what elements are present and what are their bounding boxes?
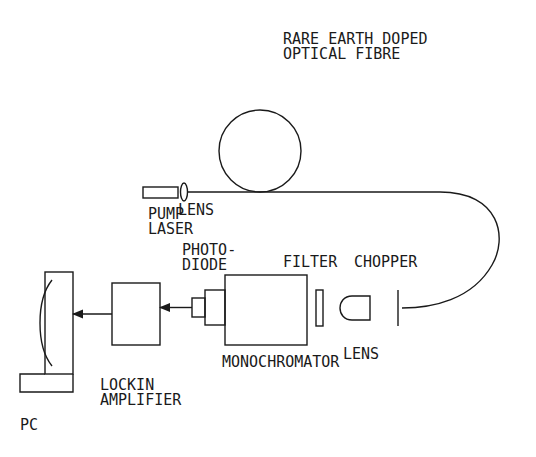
filter-plate — [316, 290, 323, 326]
pc-monitor — [45, 272, 73, 374]
signal-arrow — [73, 313, 112, 314]
photodiode-node: PHOTO- DIODE — [192, 290, 225, 325]
photodiode-cap — [192, 298, 205, 317]
lockin-box — [112, 283, 160, 345]
signal-arrow — [160, 307, 192, 308]
pc-base — [20, 374, 73, 392]
lens-symbol — [181, 183, 188, 201]
pc-screen — [40, 280, 52, 366]
pc-node: PC — [20, 272, 73, 392]
lockin-amplifier-node: LOCKIN AMPLIFIER — [112, 283, 160, 345]
fibre-label: RARE EARTH DOPED OPTICAL FIBRE — [283, 32, 455, 62]
chopper-label: CHOPPER — [354, 255, 434, 270]
component-label: MONOCHROMATOR — [222, 355, 352, 370]
monochromator-box — [225, 275, 307, 345]
component-label: PHOTO- DIODE — [182, 243, 244, 273]
photodiode-body — [205, 290, 225, 325]
lens-label: LENS — [178, 203, 228, 218]
pump-laser-body — [143, 187, 178, 198]
lens-symbol — [340, 296, 370, 320]
monochromator-node: MONOCHROMATOR — [225, 275, 307, 345]
component-label: LOCKIN AMPLIFIER — [100, 378, 192, 408]
chopper-blade — [397, 290, 398, 326]
fibre-coil — [219, 110, 301, 192]
lens-label: LENS — [343, 347, 393, 362]
pump-laser-node: PUMP LASER — [143, 187, 178, 198]
component-label: PC — [20, 418, 60, 433]
filter-label: FILTER — [283, 255, 353, 270]
